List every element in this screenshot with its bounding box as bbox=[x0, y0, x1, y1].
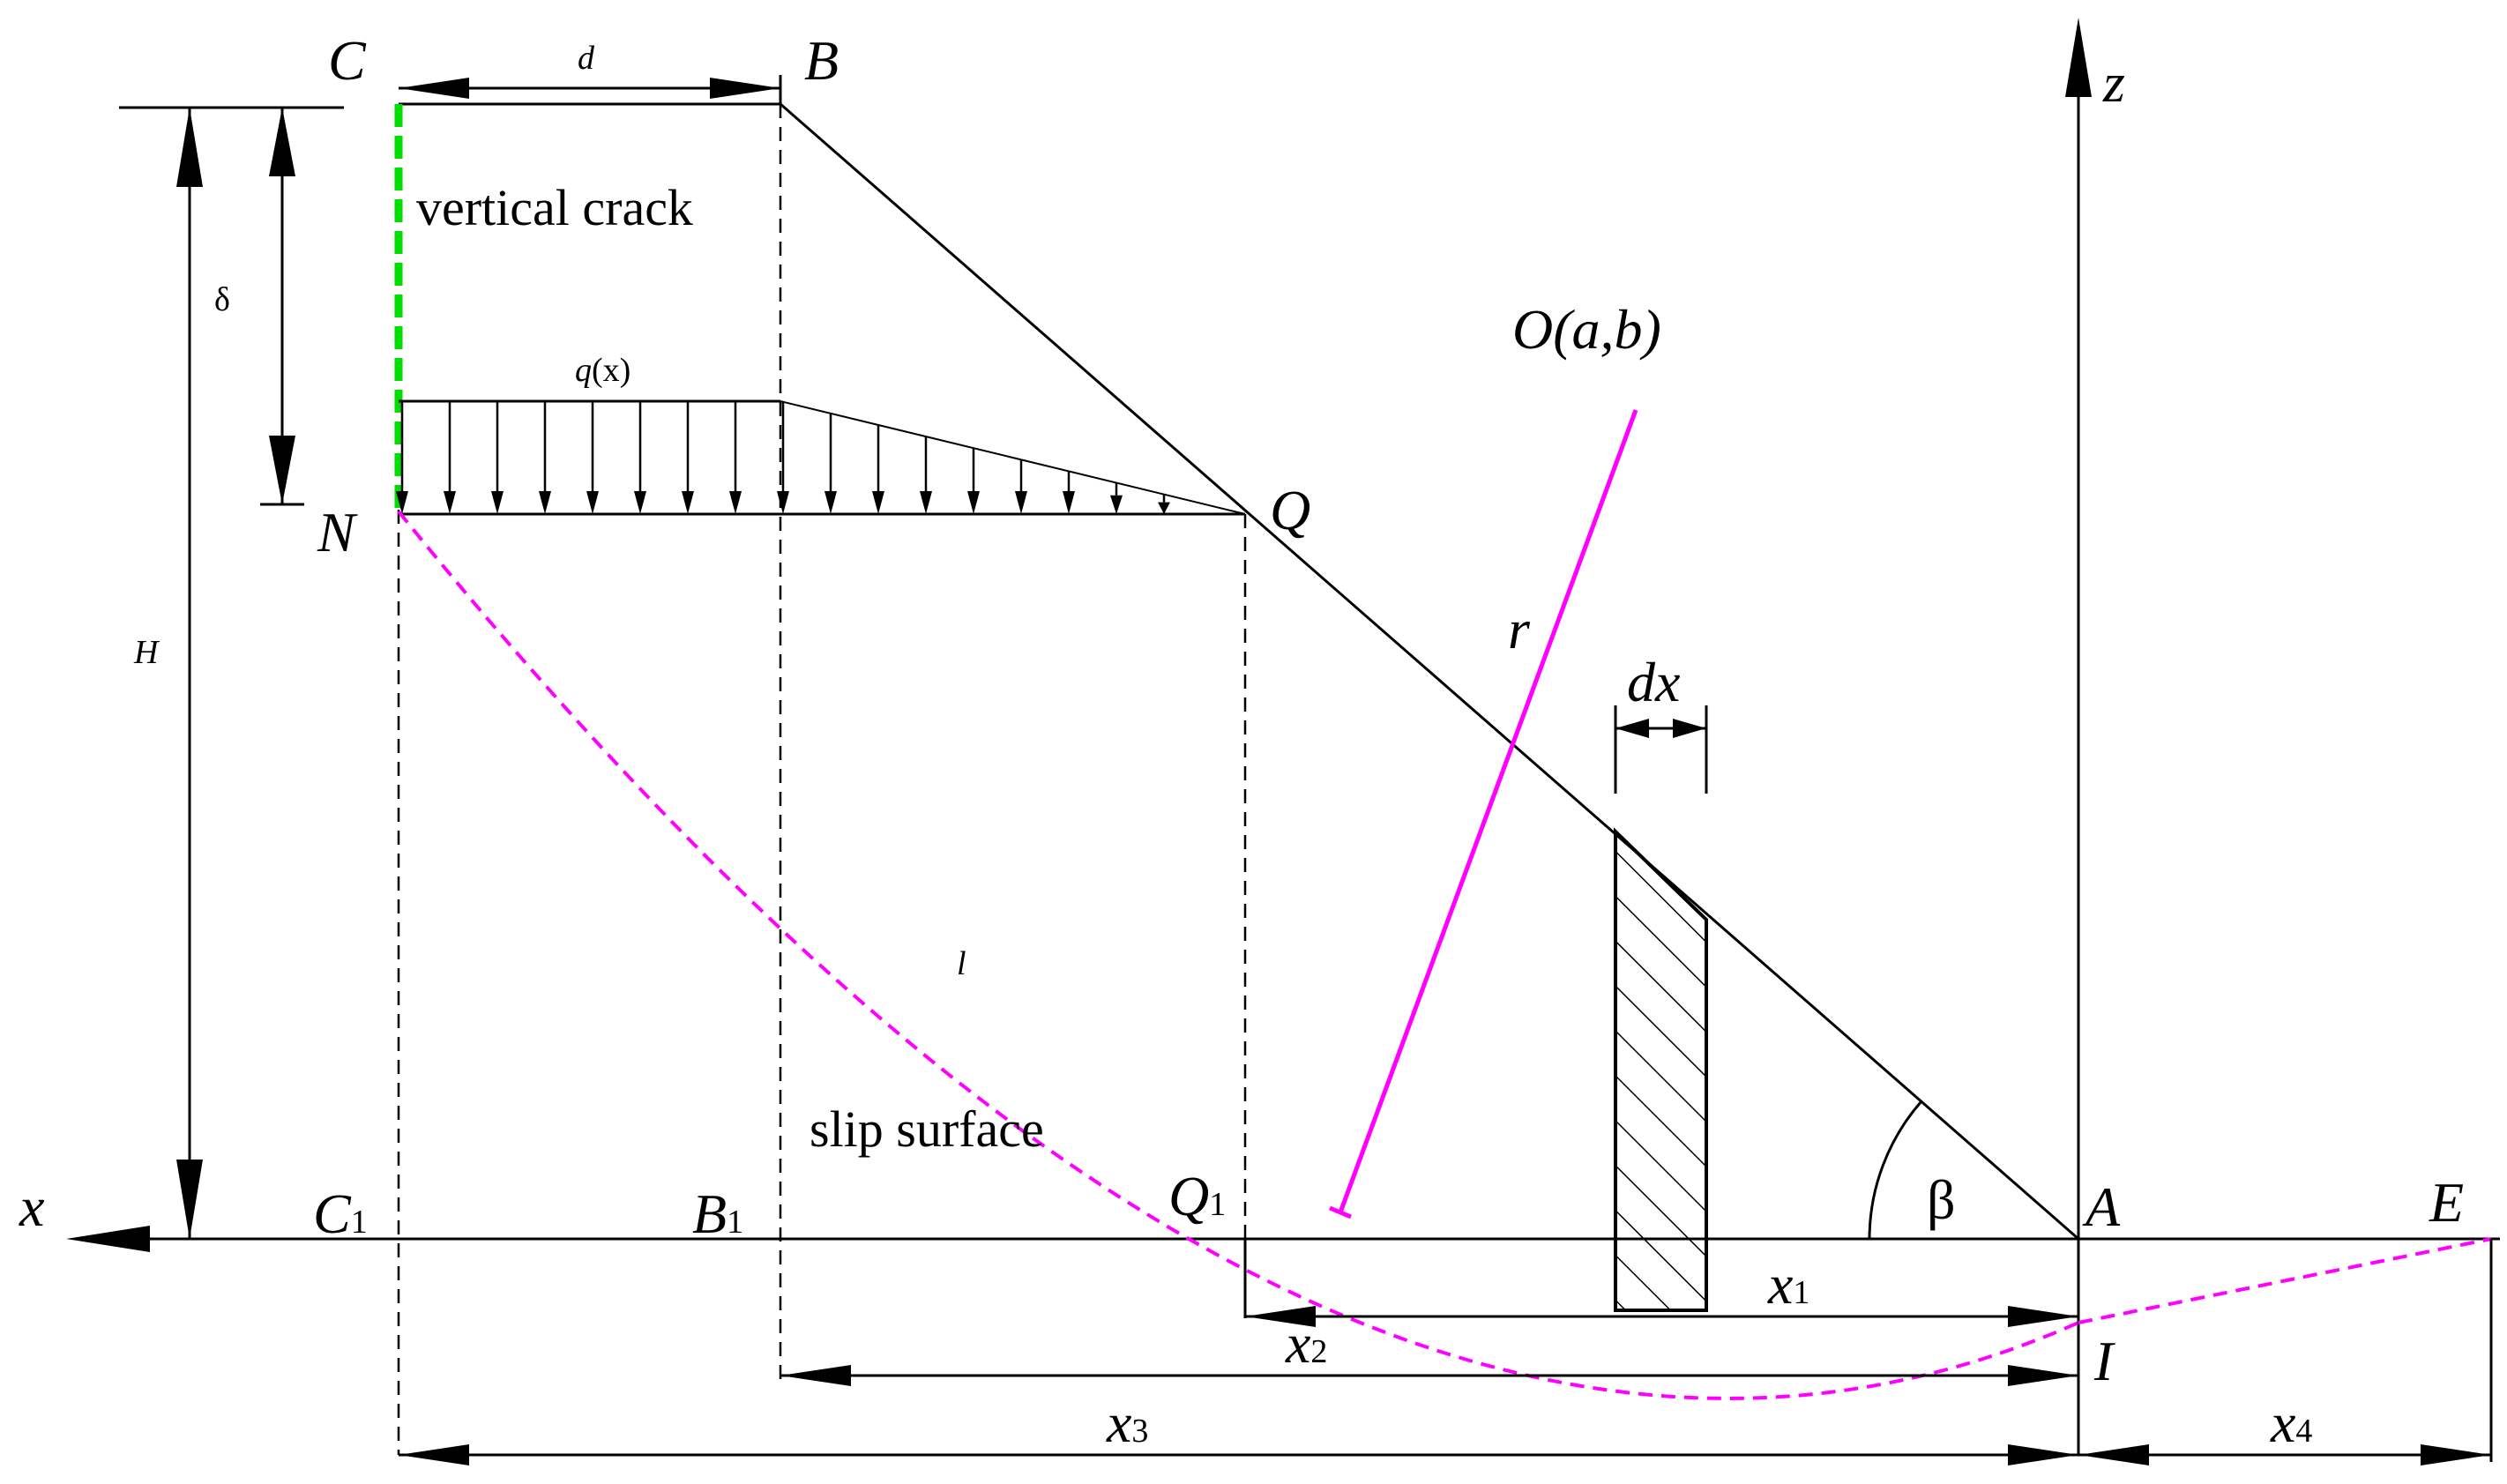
dimension-x3 bbox=[399, 1444, 2078, 1465]
slope-face-line bbox=[780, 102, 2079, 1241]
label-height-h: H bbox=[133, 634, 160, 671]
load-arrow-head bbox=[539, 491, 551, 514]
label-slip-surface: slip surface bbox=[810, 1100, 1044, 1158]
label-point-a: A bbox=[2082, 1175, 2121, 1238]
label-angle-beta: β bbox=[1927, 1168, 1956, 1231]
dimension-dx bbox=[1614, 705, 1708, 794]
load-arrow-head bbox=[1158, 502, 1170, 514]
label-center-o: O(a,b) bbox=[1512, 298, 1661, 361]
load-arrow-head bbox=[872, 491, 884, 514]
z-axis bbox=[2065, 18, 2092, 1455]
dimension-x4 bbox=[2078, 1239, 2493, 1465]
label-point-c: C bbox=[328, 29, 367, 92]
label-axis-x: x bbox=[19, 1175, 44, 1238]
label-slip-curve-l: l bbox=[957, 945, 966, 982]
label-point-b1: B1 bbox=[692, 1182, 743, 1245]
load-arrow-head bbox=[824, 491, 837, 514]
label-vertical-crack: vertical crack bbox=[416, 179, 693, 236]
load-arrow-head bbox=[491, 491, 504, 514]
load-arrow-head bbox=[634, 491, 646, 514]
dimension-x2 bbox=[780, 1365, 2078, 1386]
radius-line bbox=[1338, 409, 1638, 1213]
label-point-b: B bbox=[804, 29, 839, 92]
load-arrows bbox=[396, 401, 1170, 514]
load-arrow-head bbox=[920, 491, 932, 514]
load-arrow-head bbox=[777, 491, 789, 514]
label-point-c1: C1 bbox=[313, 1182, 368, 1245]
label-radius-r: r bbox=[1508, 598, 1531, 660]
load-arrow-head bbox=[444, 491, 456, 514]
load-arrow-head bbox=[729, 491, 742, 514]
dimension-x1 bbox=[1243, 1239, 2078, 1327]
dimension-delta bbox=[260, 108, 304, 506]
slip-surface-extension bbox=[2078, 1237, 2492, 1324]
label-x1: x1 bbox=[1767, 1253, 1809, 1316]
label-point-n: N bbox=[317, 501, 358, 563]
label-axis-z: z bbox=[2102, 51, 2125, 114]
load-arrow-head bbox=[967, 491, 980, 514]
radius-end-tick bbox=[1329, 1205, 1352, 1219]
dimension-d bbox=[399, 75, 782, 104]
slip-surface-curve bbox=[397, 510, 2079, 1400]
label-delta: δ bbox=[214, 281, 230, 318]
x-axis-arrowhead bbox=[66, 1226, 150, 1252]
load-arrow-head bbox=[586, 491, 599, 514]
label-width-d: d bbox=[578, 40, 595, 77]
load-arrow-head bbox=[396, 491, 408, 514]
load-arrow-head bbox=[1015, 491, 1027, 514]
label-point-i: I bbox=[2093, 1330, 2115, 1392]
label-x4: x4 bbox=[2270, 1391, 2312, 1454]
label-point-e: E bbox=[2429, 1171, 2464, 1234]
load-arrow-head bbox=[1110, 495, 1123, 514]
label-point-q: Q bbox=[1270, 479, 1310, 541]
distributed-load bbox=[396, 399, 1246, 516]
z-axis-arrowhead bbox=[2065, 18, 2092, 97]
hatched-slice bbox=[1614, 827, 1708, 1312]
load-arrow-head bbox=[1063, 491, 1075, 514]
label-point-q1: Q1 bbox=[1168, 1165, 1226, 1227]
label-load-q: q(x) bbox=[575, 352, 630, 389]
x-axis bbox=[66, 1226, 2500, 1252]
load-arrow-head bbox=[682, 491, 694, 514]
label-x3: x3 bbox=[1106, 1391, 1148, 1454]
label-x2: x2 bbox=[1285, 1312, 1327, 1375]
angle-beta-arc bbox=[1868, 1100, 1923, 1240]
dimension-height bbox=[119, 106, 344, 1239]
label-strip-dx: dx bbox=[1627, 651, 1680, 713]
